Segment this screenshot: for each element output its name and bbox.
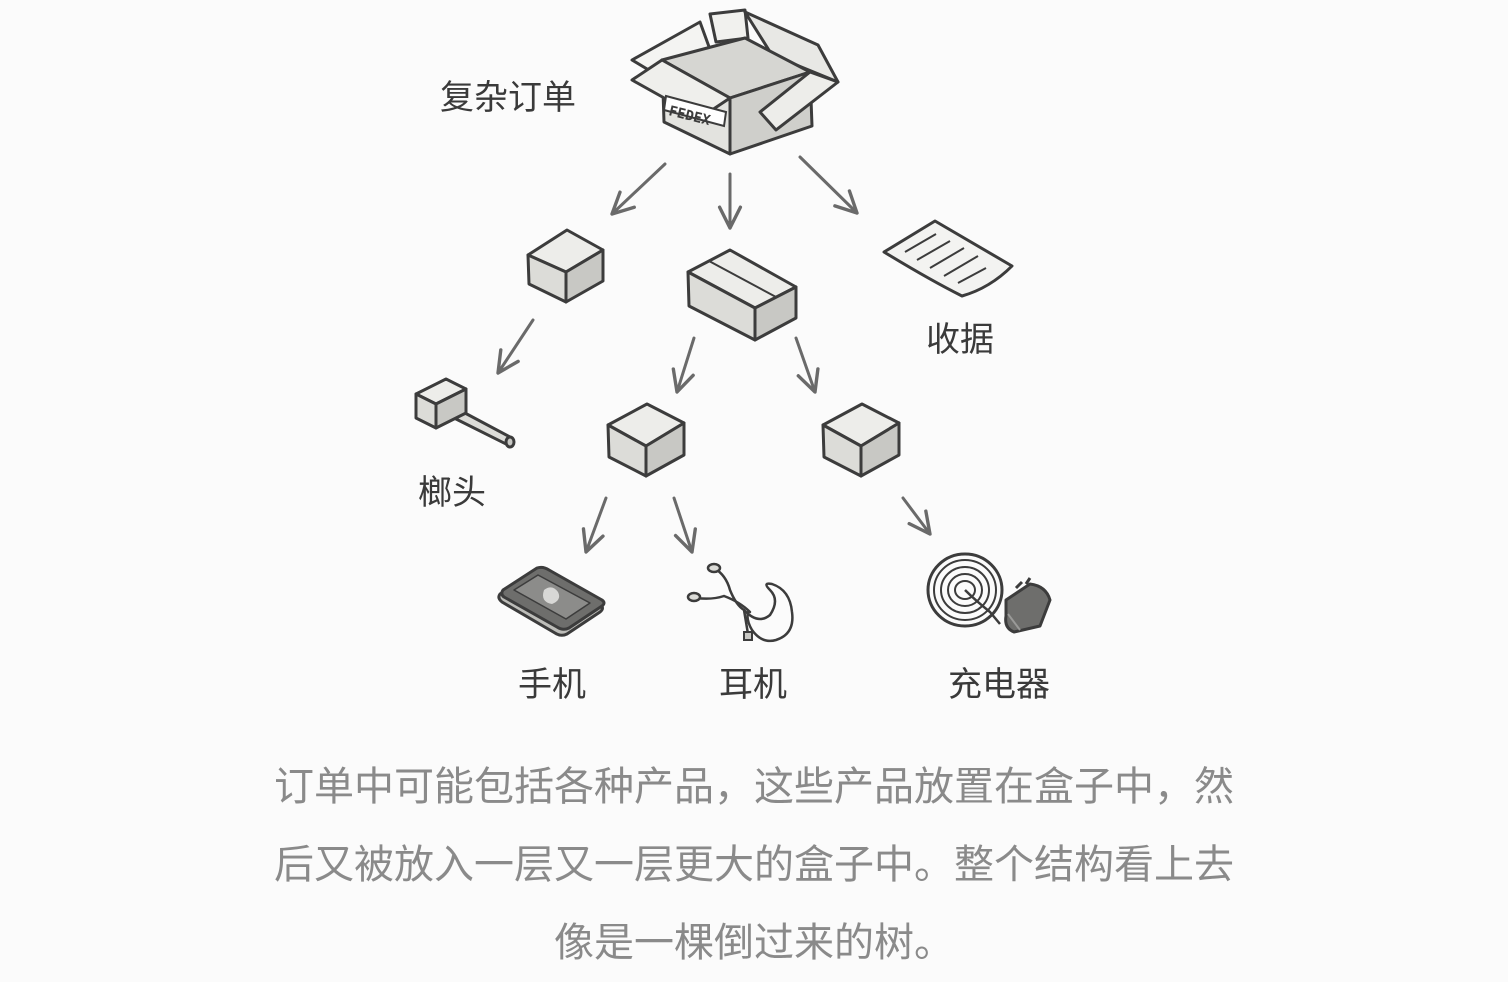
tree-arrows [496,155,932,554]
label-phone: 手机 [518,665,586,705]
caption-line-2: 后又被放入一层又一层更大的盒子中。整个结构看上去 [274,842,1234,888]
arrow-left-box-to-phone [581,496,608,554]
arrow-right-box-to-charger [901,496,932,536]
diagram-caption: 订单中可能包括各种产品，这些产品放置在盒子中，然 后又被放入一层又一层更大的盒子… [150,748,1358,982]
caption-line-1: 订单中可能包括各种产品，这些产品放置在盒子中，然 [274,764,1234,810]
label-charger: 充电器 [948,665,1050,705]
label-earphones: 耳机 [719,665,787,705]
small-box-icon-right [821,402,901,478]
small-box-icon [526,228,605,304]
arrow-large-box-to-left-box [671,336,696,394]
label-complex-order: 复杂订单 [440,78,576,118]
arrow-order-to-receipt [798,155,859,215]
label-receipt: 收据 [926,320,994,360]
arrow-left-box-to-earphones [672,496,697,554]
charger-icon [926,552,1052,634]
earphones-icon [686,562,794,643]
phone-icon [497,565,606,637]
arrow-box-to-hammer [496,318,535,375]
fedex-label: FEDEX [662,94,728,129]
receipt-icon [882,219,1014,298]
large-box-icon [686,248,798,342]
diagram-artwork: FEDEX [414,8,1052,643]
label-hammer: 榔头 [418,473,486,513]
arrow-large-box-to-right-box [794,336,820,394]
complex-order-box-icon [630,8,840,156]
arrow-order-to-box [610,162,667,216]
caption-line-3: 像是一棵倒过来的树。 [554,920,954,966]
hammer-icon [414,377,516,449]
small-box-icon-left [606,402,686,478]
